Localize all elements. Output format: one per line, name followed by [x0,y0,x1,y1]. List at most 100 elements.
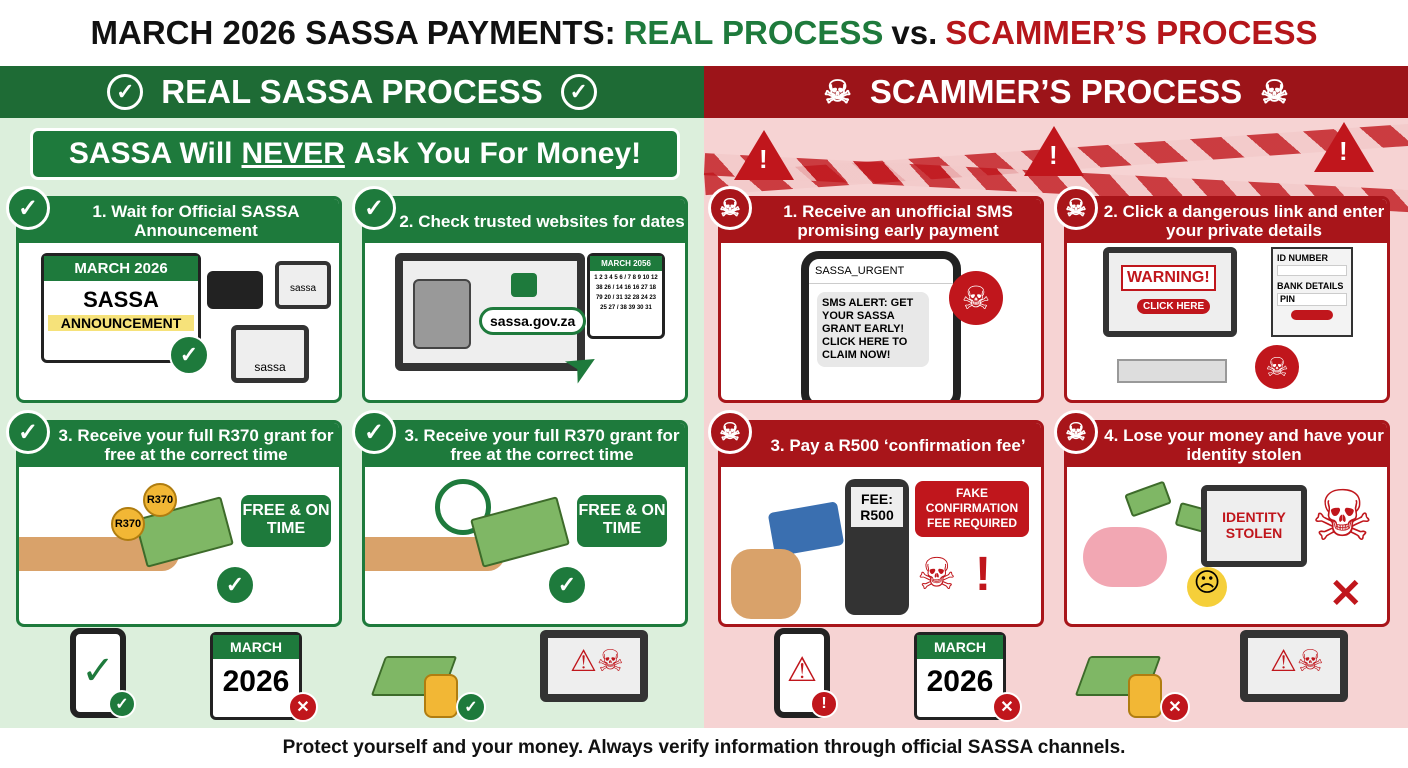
banner-text: Ask You For Money! [353,137,642,170]
check-circle-icon: ✓ [560,74,597,110]
card-title: 3. Pay a R500 ‘confirmation fee’ [721,423,1041,467]
check-circle-icon: ✓ [107,74,144,110]
exclamation-icon: ! [975,548,991,601]
lock-icon [511,273,537,297]
check-badge-icon: ✓ [352,410,396,454]
hand-illustration [731,549,801,619]
card-title: 3. Receive your full R370 grant for free… [365,423,685,467]
card-title: 4. Lose your money and have your identit… [1067,423,1387,467]
page-title: MARCH 2026 SASSA PAYMENTS: REAL PROCESS … [0,0,1408,66]
never-ask-banner: SASSA Will NEVER Ask You For Money! [30,128,680,180]
scam-header-label: SCAMMER’S PROCESS [869,73,1243,110]
private-details-form: ID NUMBER BANK DETAILS PIN [1271,247,1353,337]
click-here-button[interactable]: CLICK HERE [1137,299,1211,314]
scam-header: ☠ SCAMMER’S PROCESS ☠ [704,66,1408,118]
real-step-3-card: 3. Receive your full R370 grant for free… [16,420,342,627]
check-badge-icon: ✓ [6,186,50,230]
skull-badge-icon: ☠ [708,186,752,230]
footer-message: Protect yourself and your money. Always … [282,737,1126,758]
check-icon: ✓ [169,335,209,375]
check-icon: ✓ [108,690,136,718]
check-icon: ✓ [547,565,587,605]
pin-input[interactable]: PIN [1277,293,1347,306]
coin-r370: R370 [143,483,177,517]
skull-icon: ☠ [1260,74,1289,110]
real-header: ✓ REAL SASSA PROCESS ✓ [0,66,704,118]
sms-message: SMS ALERT: GET YOUR SASSA GRANT EARLY! C… [817,292,929,367]
real-process-panel: ✓ REAL SASSA PROCESS ✓ SASSA Will NEVER … [0,66,704,728]
title-scam: SCAMMER’S PROCESS [945,14,1318,51]
calendar-month: MARCH 2026 [44,256,198,281]
real-step-1-card: 1. Wait for Official SASSA Announcement … [16,196,342,403]
warning-monitor-icon: ⚠☠ [540,630,648,702]
skull-badge-icon: ☠ [1054,410,1098,454]
scam-process-panel: ☠ SCAMMER’S PROCESS ☠ ! ! ! 1. Receive a… [703,66,1408,728]
terminal-screen: FEE: R500 [851,487,903,527]
exclamation-icon: ! [810,690,838,718]
tv-icon: sassa [275,261,331,309]
skull-crossbones-icon: ☠ [1255,345,1299,389]
safe-icon [413,279,471,349]
calendar-year: 2026 [222,665,290,698]
identity-stolen-screen: IDENTITY STOLEN [1201,485,1307,567]
free-on-time-bubble: FREE & ON TIME [241,495,331,547]
broken-piggy-bank-icon [1083,527,1167,587]
announcement-calendar: MARCH 2026 SASSA ANNOUNCEMENT [41,253,201,363]
title-vs: vs. [891,14,938,51]
computer-monitor: sassa.gov.za [395,253,587,371]
banner-text: SASSA Will [68,137,233,170]
bottom-calendar: MARCH 2026 [914,632,1006,720]
scam-step-4-card: 4. Lose your money and have your identit… [1064,420,1390,627]
sassa-logo: sassa [254,360,286,374]
sassa-logo: sassa [289,283,317,294]
cash-icon [1124,480,1172,518]
field-label: BANK DETAILS [1277,281,1344,291]
tv-icon: sassa [231,325,309,383]
submit-button[interactable] [1291,310,1333,320]
check-icon: ✓ [215,565,255,605]
warning-monitor-icon: ⚠☠ [1240,630,1348,702]
radio-icon [207,271,263,309]
skull-icon: ☠ [1311,477,1374,555]
check-badge-icon: ✓ [6,410,50,454]
sms-sender: SASSA_URGENT [809,259,953,284]
scam-step-3-card: 3. Pay a R500 ‘confirmation fee’ FEE: R5… [718,420,1044,627]
title-part-1: MARCH 2026 SASSA PAYMENTS: [90,14,616,51]
scam-step-1-card: 1. Receive an unofficial SMS promising e… [718,196,1044,403]
payment-terminal: FEE: R500 [845,479,909,615]
check-icon: ✓ [456,692,486,722]
field-label: ID NUMBER [1277,253,1328,263]
calendar-days: 1 2 3 4 5 6 / 7 8 9 10 12 38 26 / 14 16 … [594,275,658,311]
id-number-input[interactable] [1277,265,1347,276]
skull-badge-icon: ☠ [1054,186,1098,230]
coin-r370: R370 [111,507,145,541]
calendar-title: SASSA [83,287,159,312]
real-header-label: REAL SASSA PROCESS [161,73,543,110]
card-title: 3. Receive your full R370 grant for free… [19,423,339,467]
card-title: 1. Receive an unofficial SMS promising e… [721,199,1041,243]
card-title: 2. Check trusted websites for dates [365,199,685,243]
coin-stack-icon [1128,674,1162,718]
computer-monitor: WARNING! CLICK HERE [1103,247,1237,337]
title-real: REAL PROCESS [623,14,884,51]
banner-emphasis: NEVER [241,137,345,170]
warning-text: WARNING! [1121,265,1216,291]
free-on-time-bubble: FREE & ON TIME [577,495,667,547]
scam-step-2-card: 2. Click a dangerous link and enter your… [1064,196,1390,403]
x-icon: ✕ [1160,692,1190,722]
real-step-3b-card: 3. Receive your full R370 grant for free… [362,420,688,627]
skull-icon: ☠ [823,74,852,110]
phone-check-icon: ✓ [70,628,126,718]
dates-calendar: MARCH 2056 1 2 3 4 5 6 / 7 8 9 10 12 38 … [587,253,665,339]
coin-stack-icon [424,674,458,718]
keyboard-icon [1117,359,1227,383]
x-icon: ✕ [992,692,1022,722]
real-step-2-card: 2. Check trusted websites for dates sass… [362,196,688,403]
calendar-month: MARCH [917,635,1003,659]
bottom-calendar: MARCH 2026 [210,632,302,720]
x-icon: ✕ [1329,572,1363,616]
card-title: 1. Wait for Official SASSA Announcement [19,199,339,243]
trusted-url[interactable]: sassa.gov.za [479,307,587,335]
calendar-subtitle: ANNOUNCEMENT [48,315,194,331]
sad-face-icon: ☹ [1187,567,1227,607]
